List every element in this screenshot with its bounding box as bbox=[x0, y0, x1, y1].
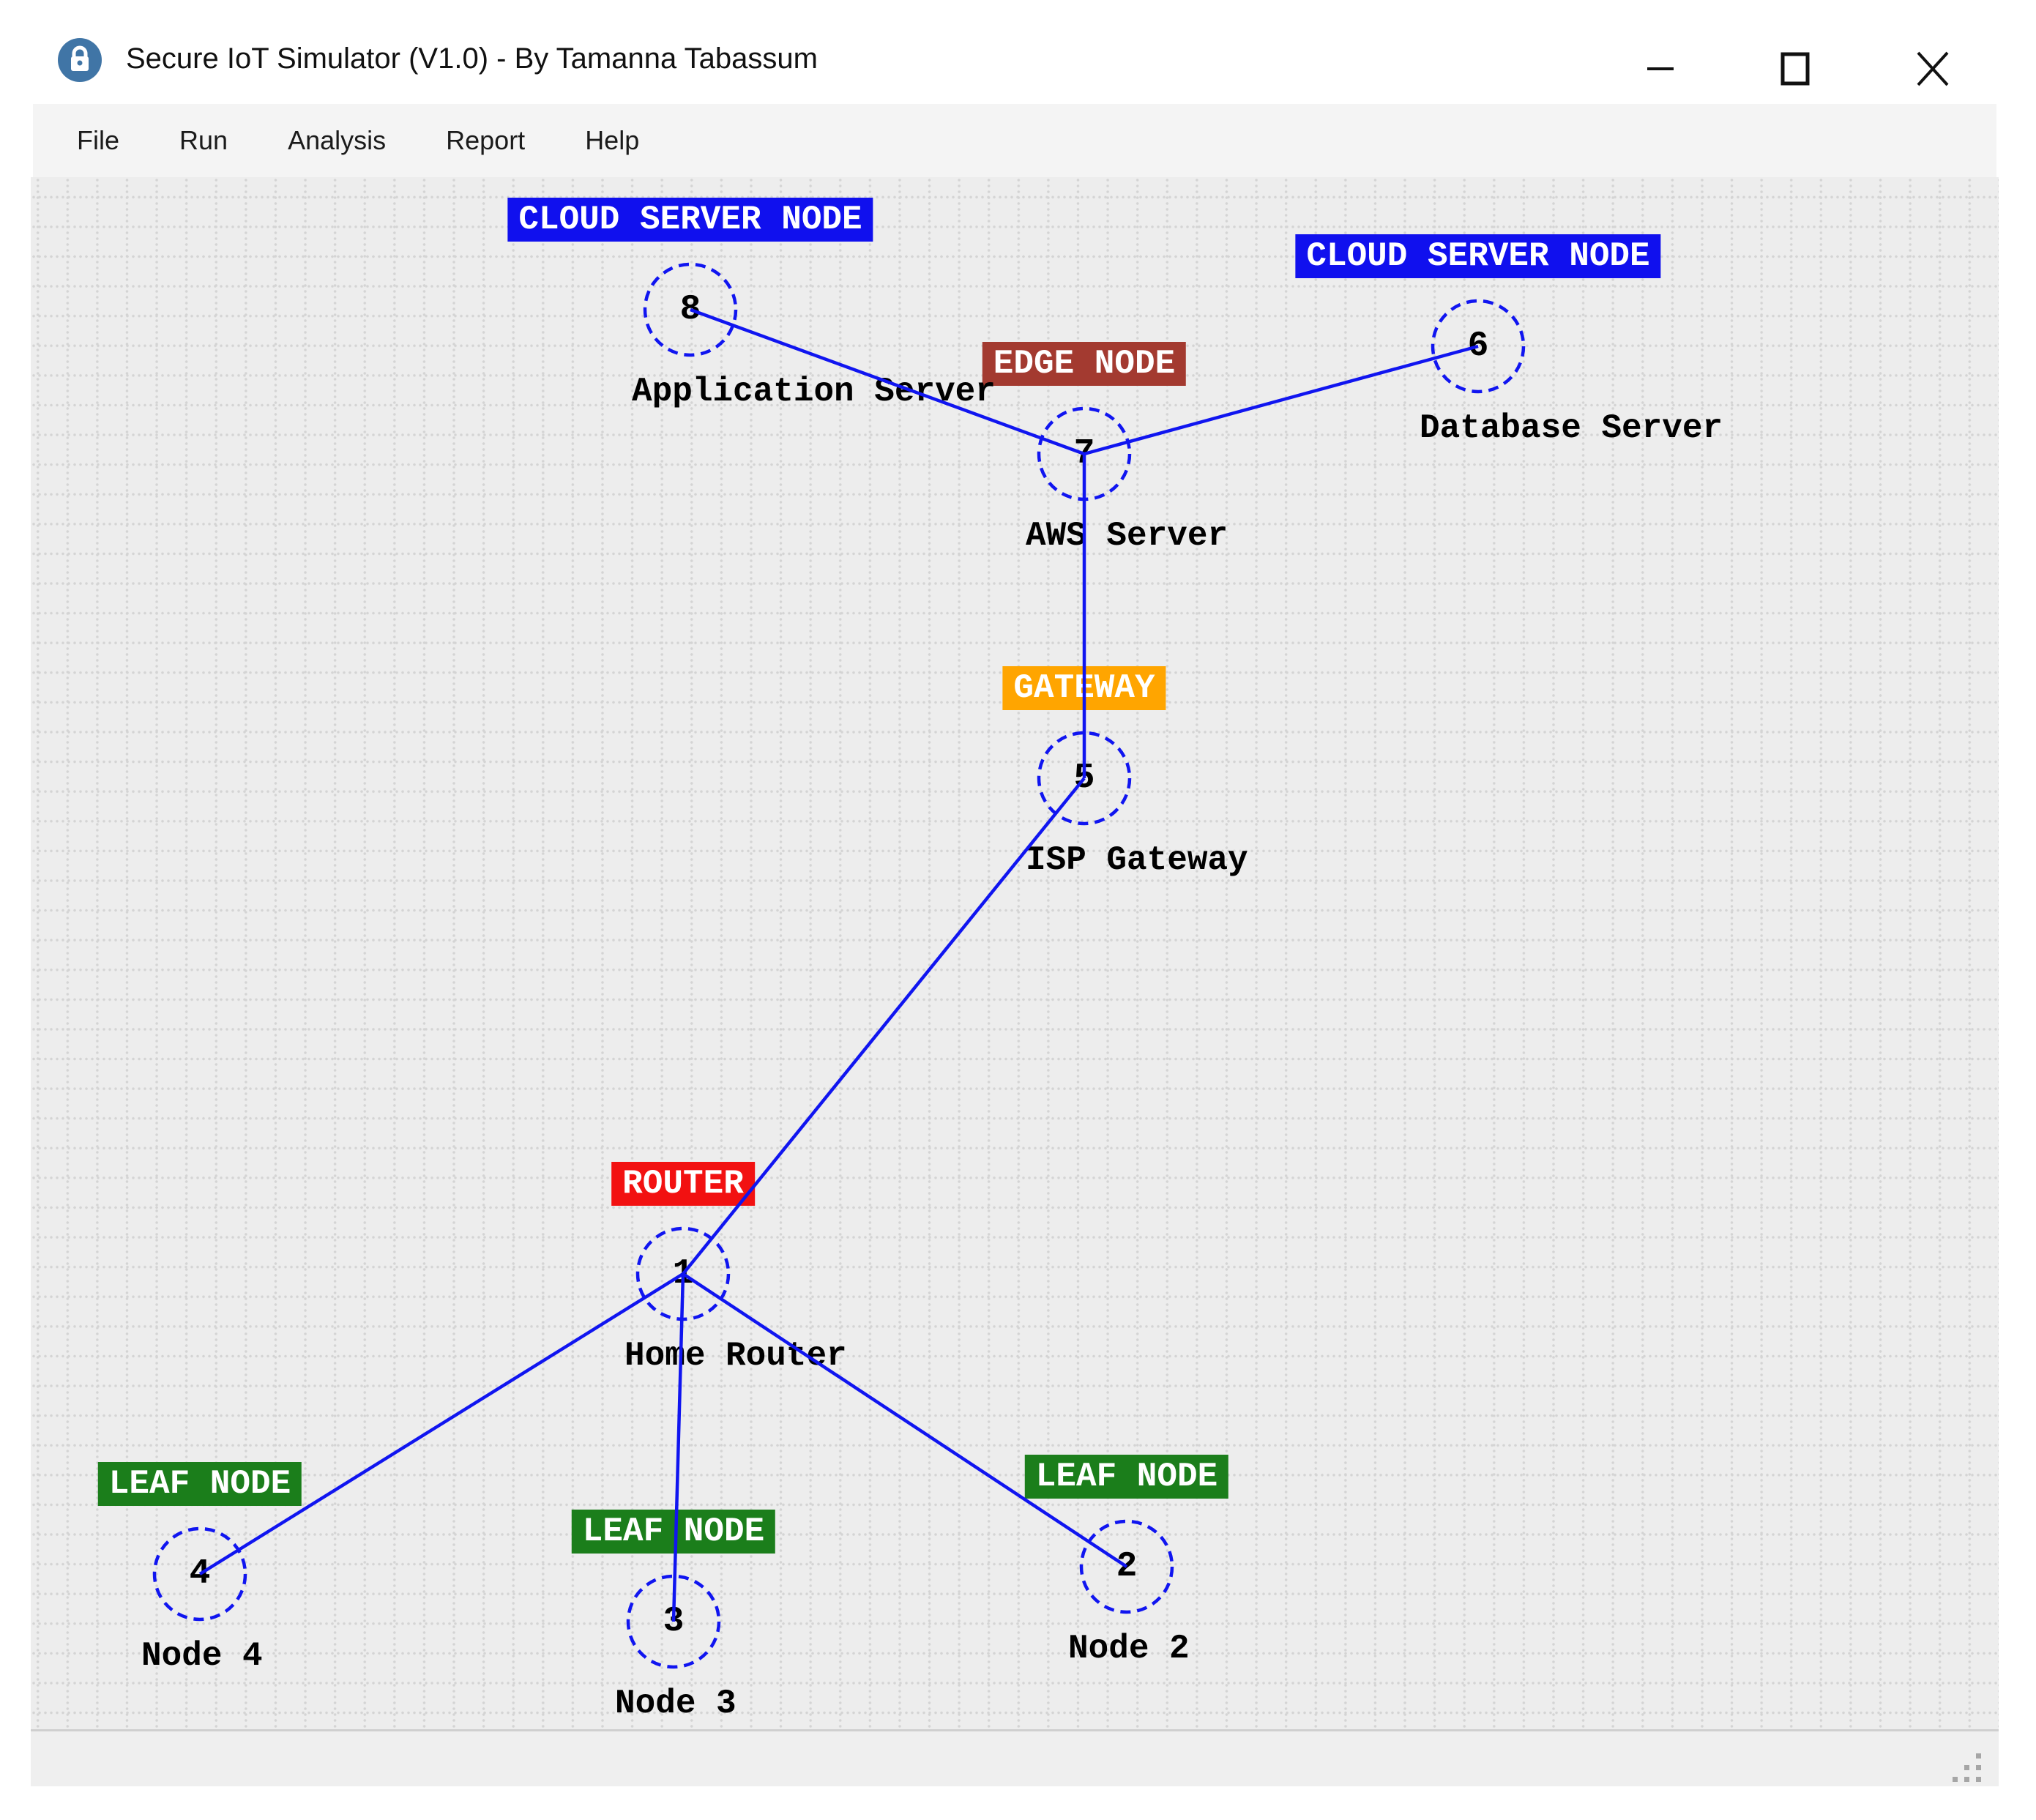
node-name-label: Node 2 bbox=[1068, 1630, 1190, 1668]
node-number: 5 bbox=[1073, 758, 1095, 798]
lock-icon bbox=[56, 37, 103, 83]
node-type-badge: GATEWAY bbox=[1002, 666, 1166, 710]
node-number: 2 bbox=[1116, 1547, 1138, 1586]
title-bar: Secure IoT Simulator (V1.0) - By Tamanna… bbox=[0, 0, 2036, 104]
node-type-badge: LEAF NODE bbox=[97, 1462, 302, 1506]
node-name-label: Database Server bbox=[1420, 409, 1723, 447]
menu-help[interactable]: Help bbox=[585, 125, 640, 155]
menu-bar: File Run Analysis Report Help bbox=[33, 104, 1996, 177]
node-name-label: Home Router bbox=[624, 1337, 847, 1375]
node-type-badge: EDGE NODE bbox=[982, 342, 1187, 386]
maximize-button[interactable] bbox=[1759, 38, 1832, 100]
node-type-badge: CLOUD SERVER NODE bbox=[507, 198, 873, 242]
menu-file[interactable]: File bbox=[77, 125, 120, 155]
node-type-badge: ROUTER bbox=[611, 1162, 755, 1206]
node-number: 7 bbox=[1073, 434, 1095, 474]
node-number: 4 bbox=[189, 1554, 211, 1594]
menu-analysis[interactable]: Analysis bbox=[288, 125, 387, 155]
close-button[interactable] bbox=[1896, 38, 1969, 100]
menu-run[interactable]: Run bbox=[179, 125, 228, 155]
node-number: 8 bbox=[679, 290, 701, 329]
node-number: 1 bbox=[672, 1254, 694, 1294]
node-name-label: Application Server bbox=[632, 373, 996, 411]
node-name-label: ISP Gateway bbox=[1026, 841, 1248, 879]
node-type-badge: LEAF NODE bbox=[571, 1510, 776, 1554]
window-title: Secure IoT Simulator (V1.0) - By Tamanna… bbox=[126, 42, 818, 75]
node-name-label: Node 4 bbox=[141, 1637, 263, 1675]
status-bar bbox=[31, 1729, 1999, 1786]
node-name-label: Node 3 bbox=[615, 1685, 737, 1723]
edge-line bbox=[671, 1273, 685, 1622]
node-type-badge: LEAF NODE bbox=[1024, 1455, 1229, 1499]
node-name-label: AWS Server bbox=[1026, 517, 1228, 555]
resize-grip-icon[interactable] bbox=[1953, 1751, 1985, 1783]
node-type-badge: CLOUD SERVER NODE bbox=[1295, 234, 1661, 278]
menu-report[interactable]: Report bbox=[446, 125, 526, 155]
node-number: 3 bbox=[663, 1602, 685, 1641]
node-number: 6 bbox=[1467, 327, 1489, 366]
node-circle[interactable] bbox=[626, 1574, 721, 1669]
minimize-button[interactable] bbox=[1624, 38, 1697, 100]
